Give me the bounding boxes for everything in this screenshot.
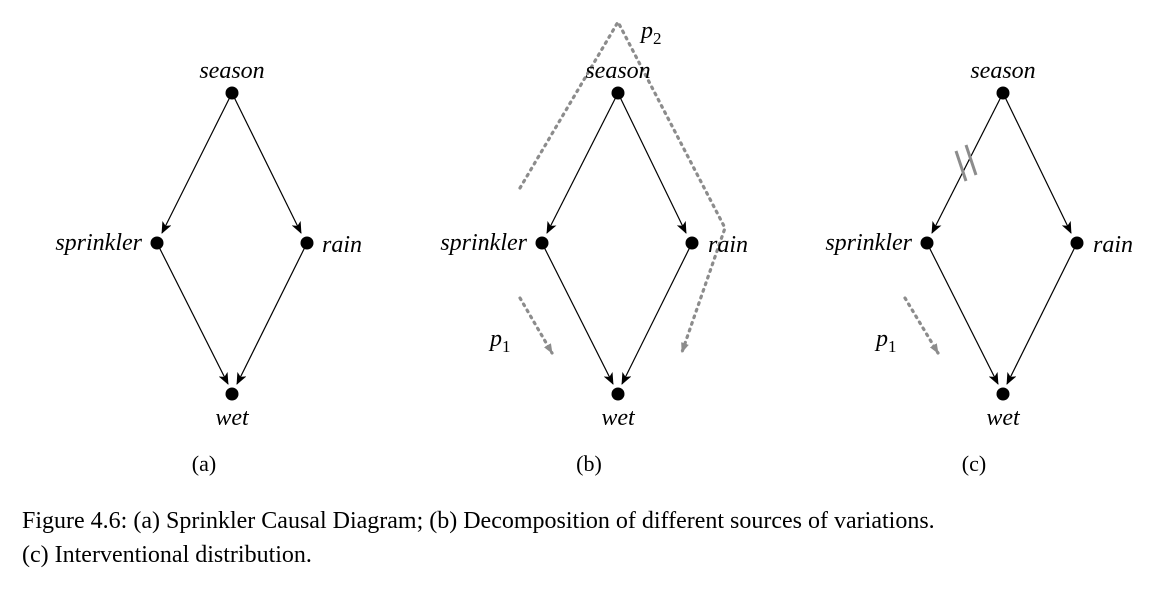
node-sprinkler bbox=[535, 236, 549, 250]
node-rain bbox=[685, 236, 699, 250]
path-label-p2: p2 bbox=[639, 18, 662, 48]
node-label-sprinkler: sprinkler bbox=[440, 230, 527, 256]
edge-sprinkler-wet bbox=[541, 242, 614, 385]
path-label-p1-sub: 1 bbox=[502, 337, 511, 356]
path-label-p1-name: p bbox=[874, 326, 888, 352]
path-label-p1: p1 bbox=[874, 326, 897, 356]
node-label-season: season bbox=[199, 58, 264, 84]
edge-season-sprinkler bbox=[161, 92, 233, 234]
path-p2-line bbox=[518, 18, 727, 354]
node-label-wet: wet bbox=[215, 405, 250, 431]
edge-sprinkler-wet bbox=[926, 242, 999, 385]
node-label-season: season bbox=[970, 58, 1035, 84]
path-label-p2-name: p bbox=[639, 18, 653, 44]
intervention-cut-mark bbox=[954, 144, 978, 182]
node-label-wet: wet bbox=[601, 405, 636, 431]
node-sprinkler bbox=[920, 236, 934, 250]
node-season bbox=[996, 86, 1010, 100]
edge-sprinkler-wet bbox=[156, 242, 229, 385]
edge-season-rain bbox=[617, 92, 687, 234]
node-label-wet: wet bbox=[986, 405, 1021, 431]
edge-season-rain bbox=[231, 92, 302, 234]
edge-rain-wet bbox=[1006, 242, 1078, 385]
panel-c: season sprinkler rain wet p1 (c) bbox=[825, 58, 1133, 476]
node-wet bbox=[611, 387, 625, 401]
edge-season-sprinkler bbox=[931, 92, 1004, 234]
panel-label-a: (a) bbox=[192, 451, 216, 476]
node-label-rain: rain bbox=[1093, 232, 1133, 258]
edge-season-sprinkler bbox=[546, 92, 619, 234]
caption-line-1: Figure 4.6: (a) Sprinkler Causal Diagram… bbox=[22, 508, 935, 534]
caption-line-2: (c) Interventional distribution. bbox=[22, 542, 312, 568]
node-label-sprinkler: sprinkler bbox=[55, 230, 142, 256]
node-rain bbox=[1070, 236, 1084, 250]
panel-label-c: (c) bbox=[962, 451, 986, 476]
node-season bbox=[225, 86, 239, 100]
node-sprinkler bbox=[150, 236, 164, 250]
edge-rain-wet bbox=[236, 242, 308, 385]
node-rain bbox=[300, 236, 314, 250]
path-label-p1-name: p bbox=[488, 326, 502, 352]
node-label-rain: rain bbox=[322, 232, 362, 258]
node-season bbox=[611, 86, 625, 100]
path-label-p2-sub: 2 bbox=[653, 29, 662, 48]
path-label-p1: p1 bbox=[488, 326, 511, 356]
edge-rain-wet bbox=[621, 242, 693, 385]
path-p1-line bbox=[903, 296, 940, 355]
panel-a: season sprinkler rain wet (a) bbox=[55, 58, 362, 476]
path-label-p1-sub: 1 bbox=[888, 337, 897, 356]
panel-label-b: (b) bbox=[576, 451, 602, 476]
node-label-rain: rain bbox=[708, 232, 748, 258]
node-label-season: season bbox=[585, 58, 650, 84]
panel-b: season sprinkler rain wet p2 p1 (b) bbox=[440, 18, 748, 476]
figure-caption: Figure 4.6: (a) Sprinkler Causal Diagram… bbox=[22, 504, 1162, 572]
edge-season-rain bbox=[1002, 92, 1072, 234]
node-label-sprinkler: sprinkler bbox=[825, 230, 912, 256]
path-p1-line bbox=[518, 296, 554, 355]
node-wet bbox=[996, 387, 1010, 401]
node-wet bbox=[225, 387, 239, 401]
